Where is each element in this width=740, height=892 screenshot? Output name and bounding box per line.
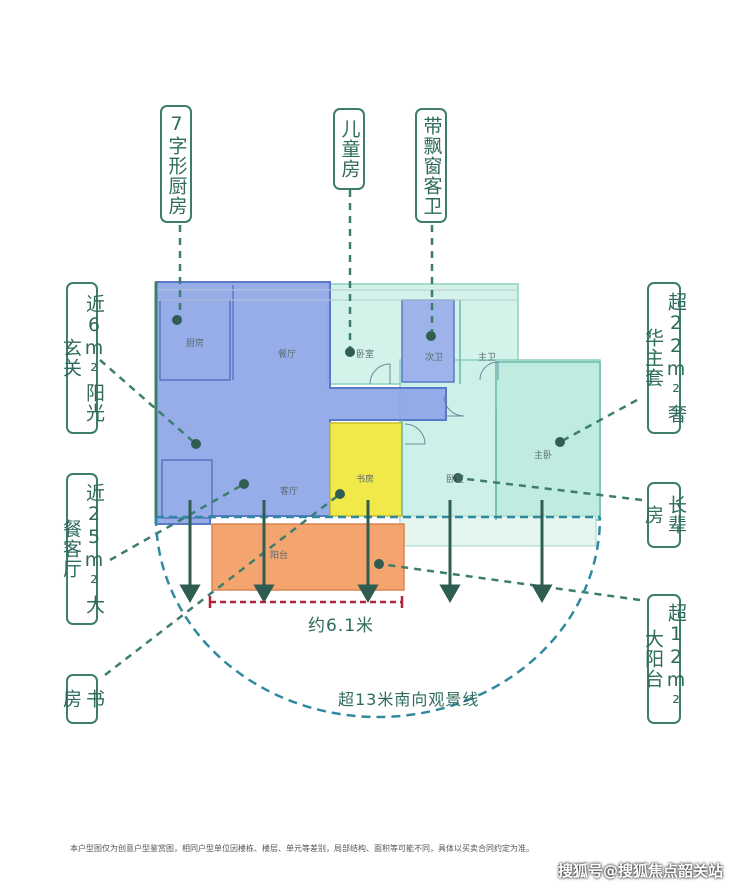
callout-balcony-text: 超12m²大阳台 (642, 603, 687, 715)
leader-master (559, 398, 638, 444)
callout-master-text: 超22m²奢华主套 (642, 292, 687, 424)
dot (191, 439, 201, 449)
watermark: 搜狐号@搜狐焦点韶关站 (558, 862, 724, 880)
leader-lines (99, 190, 643, 676)
callout-kitchen: 7字形厨房 (160, 105, 192, 223)
room-label-kitchen: 厨房 (186, 339, 205, 349)
balcony-zone (211, 523, 405, 591)
room-label-master-bedroom: 主卧 (534, 451, 553, 461)
callout-living: 近25m²大餐客厅 (60, 473, 105, 625)
room-label-balcony: 阳台 (270, 551, 289, 561)
callout-foyer-text: 近6m²阳光玄关 (60, 293, 105, 423)
floor-plan (154, 281, 601, 591)
room-label-living: 客厅 (280, 487, 299, 497)
room-label-second-bath: 次卫 (425, 353, 444, 363)
elder-bay-zone (399, 515, 597, 547)
arrowhead (357, 584, 379, 604)
callout-balcony: 超12m²大阳台 (642, 594, 687, 724)
arrowhead (531, 584, 553, 604)
callout-elder: 长辈房 (642, 482, 687, 548)
leader-study (104, 493, 341, 676)
callout-child-room: 儿童房 (333, 108, 365, 190)
callout-master: 超22m²奢华主套 (642, 282, 687, 434)
callout-kitchen-text: 7字形厨房 (165, 112, 188, 216)
view-line-label: 超13米南向观景线 (338, 690, 480, 709)
dot (374, 559, 384, 569)
leader-foyer (99, 359, 197, 445)
second-bath-zone (401, 299, 455, 383)
view-arc (154, 516, 602, 719)
room-label-elder-bedroom: 卧室 (446, 475, 465, 485)
room-label-dining: 餐厅 (278, 350, 297, 360)
callout-foyer: 近6m²阳光玄关 (60, 282, 105, 434)
door (404, 423, 426, 445)
callout-living-text: 近25m²大餐客厅 (60, 483, 105, 615)
arrowhead (439, 584, 461, 604)
arrowhead (253, 584, 275, 604)
study-zone (329, 422, 403, 517)
door (479, 361, 499, 381)
callout-bay-bath: 带飘窗客卫 (415, 108, 447, 223)
room-label-study: 书房 (356, 475, 375, 485)
dot (345, 347, 355, 357)
dot (453, 473, 463, 483)
leader-balcony (379, 562, 641, 602)
width-measure (208, 596, 404, 608)
leader-elder (457, 476, 643, 502)
callout-study: 书房 (60, 674, 105, 724)
leader-dots (172, 315, 565, 569)
room-label-child-bedroom: 卧室 (356, 350, 375, 360)
room-label-master-bath: 主卫 (478, 353, 497, 363)
width-label: 约6.1米 (308, 616, 375, 636)
callout-child-room-text: 儿童房 (338, 119, 361, 179)
dot (426, 331, 436, 341)
callout-elder-text: 长辈房 (642, 495, 687, 535)
callout-bay-bath-text: 带飘窗客卫 (420, 115, 443, 216)
dot (555, 437, 565, 447)
dot (172, 315, 182, 325)
door (443, 395, 465, 417)
arrowhead (179, 584, 201, 604)
door (369, 363, 391, 385)
dot (239, 479, 249, 489)
dot (335, 489, 345, 499)
disclaimer-text: 本户型图仅为创意户型鉴赏图，相同户型单位因楼栋、楼层、单元等差别，局部结构、面积… (70, 844, 534, 853)
view-arrows (179, 500, 553, 604)
master-bedroom-zone (495, 361, 601, 521)
living-dining-zone (155, 281, 447, 525)
callout-study-text: 书房 (60, 689, 105, 709)
